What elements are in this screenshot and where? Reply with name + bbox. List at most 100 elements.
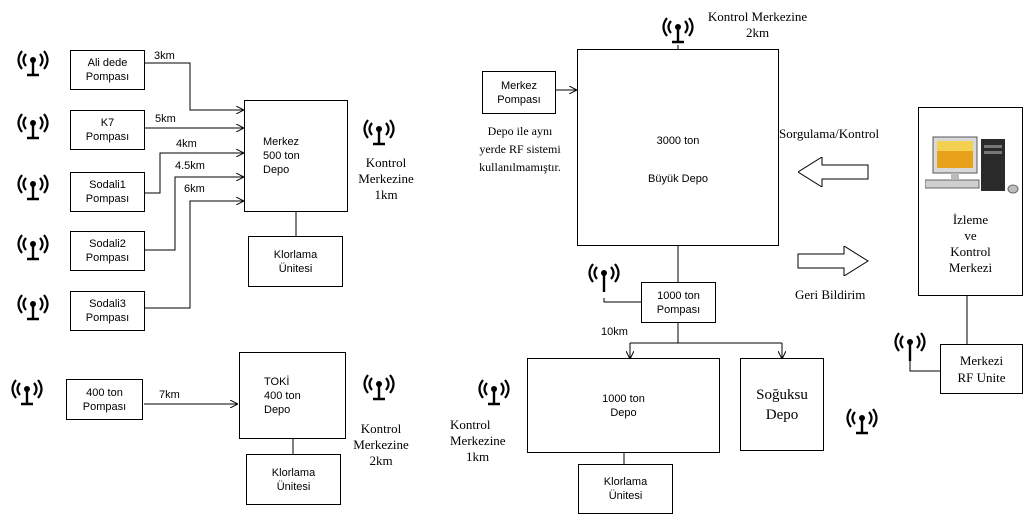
antenna-icon	[11, 379, 43, 406]
klorlama-2-l2: Ünitesi	[276, 480, 311, 493]
pump-alidede-label: Pompası	[85, 71, 130, 83]
pump-sodali2: Sodali2 Pompası	[70, 231, 145, 271]
antenna-icon	[588, 263, 620, 292]
pump-sodali2-name: Sodali2	[89, 238, 126, 250]
merkez-pompasi: Merkez Pompası	[482, 71, 556, 114]
antenna-icon	[478, 379, 510, 406]
pump-sodali1: Sodali1 Pompası	[70, 172, 145, 212]
depo-1000-l2: Depo	[610, 406, 637, 419]
pump-1000: 1000 ton Pompası	[641, 282, 716, 323]
soguksu-depo: Soğuksu Depo	[740, 358, 824, 451]
pump-sodali3: Sodali3 Pompası	[70, 291, 145, 331]
toki-control-l3: 2km	[369, 453, 393, 468]
rf-note-l3: kullanılmamıştır.	[479, 160, 561, 174]
soguksu-l2: Depo	[765, 406, 799, 423]
antenna-icon	[17, 234, 49, 261]
izleme-l1: İzleme	[952, 212, 989, 227]
merkez-control-label: Kontrol Merkezine 1km	[350, 155, 422, 203]
depo-1000-control-l1: Kontrol	[450, 417, 491, 432]
buyuk-depo-l1: 3000 ton	[656, 135, 700, 147]
antenna-icon	[894, 332, 926, 361]
depo-1000: 1000 ton Depo	[527, 358, 720, 453]
pump-sodali3-name: Sodali3	[89, 298, 126, 310]
merkez-depo-l3: Depo	[263, 164, 290, 176]
rf-note-l2: yerde RF sistemi	[479, 142, 561, 156]
merkez-control-l1: Kontrol	[365, 155, 407, 170]
line-sodali3	[145, 201, 243, 309]
antenna-icon	[662, 17, 694, 44]
arrow-right-icon	[797, 246, 869, 276]
pump-1000-l2: Pompası	[656, 303, 701, 316]
antenna-icon	[846, 408, 878, 435]
merkez-depo: Merkez 500 ton Depo	[244, 100, 348, 212]
klorlama-unit-1: Klorlama Ünitesi	[248, 236, 343, 287]
top-control-l1: Kontrol Merkezine	[707, 9, 808, 24]
distance-toki: 7km	[159, 389, 180, 401]
pump-alidede-name: Ali dede	[87, 57, 128, 69]
rf-unit-l1: Merkezi	[959, 353, 1004, 368]
depo-1000-l1: 1000 ton	[602, 392, 645, 405]
antenna-icon	[17, 50, 49, 77]
toki-control-label: Kontrol Merkezine 2km	[345, 421, 417, 469]
toki-depo: TOKİ 400 ton Depo	[239, 352, 346, 439]
merkez-pompasi-l1: Merkez	[500, 79, 538, 92]
distance-branch: 10km	[601, 326, 628, 338]
klorlama-1-l2: Ünitesi	[278, 262, 313, 275]
pump-sodali1-name: Sodali1	[89, 179, 126, 191]
toki-depo-l1: TOKİ	[264, 375, 290, 388]
soguksu-l1: Soğuksu	[756, 386, 808, 403]
merkez-depo-l2: 500 ton	[263, 150, 300, 162]
antenna-icon	[363, 119, 395, 146]
klorlama-unit-3: Klorlama Ünitesi	[578, 464, 673, 514]
klorlama-2-l1: Klorlama	[271, 466, 316, 479]
izleme-l4: Merkezi	[948, 260, 993, 275]
rf-note: Depo ile aynı yerde RF sistemi kullanılm…	[466, 122, 574, 176]
buyuk-depo: 3000 ton Büyük Depo	[577, 49, 779, 246]
klorlama-3-l1: Klorlama	[603, 476, 648, 488]
stem-rf	[909, 357, 940, 372]
antenna-icon	[17, 294, 49, 321]
izleme-l3: Kontrol	[950, 244, 991, 259]
arrow-left-icon	[798, 157, 869, 187]
klorlama-3-l2: Ünitesi	[608, 490, 643, 502]
geri-bildirim-label: Geri Bildirim	[795, 287, 866, 302]
pump-400: 400 ton Pompası	[66, 379, 143, 420]
pump-400-l2: Pompası	[82, 400, 127, 413]
distance-k7: 5km	[155, 113, 176, 125]
distance-sodali2: 4.5km	[175, 160, 205, 172]
toki-control-l2: Merkezine	[353, 437, 409, 452]
top-control-l2: 2km	[745, 25, 770, 40]
top-control-label: Kontrol Merkezine 2km	[700, 9, 815, 41]
pump-sodali2-label: Pompası	[85, 252, 130, 264]
pump-sodali3-label: Pompası	[85, 312, 130, 324]
merkez-depo-l1: Merkez	[263, 136, 300, 148]
merkez-control-l2: Merkezine	[358, 171, 414, 186]
pump-k7-label: Pompası	[85, 131, 130, 143]
pump-sodali1-label: Pompası	[85, 193, 130, 205]
distance-alidede: 3km	[154, 50, 175, 62]
rf-unit: Merkezi RF Unite	[940, 344, 1023, 394]
stem-pump1000	[603, 298, 641, 303]
pump-alidede: Ali dede Pompası	[70, 50, 145, 90]
toki-depo-l3: Depo	[264, 403, 291, 416]
line-alidede	[145, 62, 243, 110]
antenna-icon	[363, 374, 395, 401]
pump-k7: K7 Pompası	[70, 110, 145, 150]
izleme-l2: ve	[964, 228, 977, 243]
computer-icon	[925, 136, 1019, 194]
distance-sodali1: 4km	[176, 138, 197, 150]
toki-depo-l2: 400 ton	[264, 389, 301, 402]
rf-unit-l2: RF Unite	[957, 370, 1006, 385]
pump-1000-l1: 1000 ton	[657, 289, 700, 302]
klorlama-unit-2: Klorlama Ünitesi	[246, 454, 341, 505]
merkez-control-l3: 1km	[374, 187, 398, 202]
depo-1000-control-label: Kontrol Merkezine 1km	[450, 417, 522, 465]
depo-1000-control-l2: Merkezine	[450, 433, 506, 448]
buyuk-depo-l2: Büyük Depo	[648, 173, 708, 185]
pump-400-l1: 400 ton	[86, 386, 123, 399]
line-sodali1	[145, 153, 243, 194]
distance-sodali3: 6km	[184, 183, 205, 195]
rf-note-l1: Depo ile aynı	[487, 124, 553, 138]
